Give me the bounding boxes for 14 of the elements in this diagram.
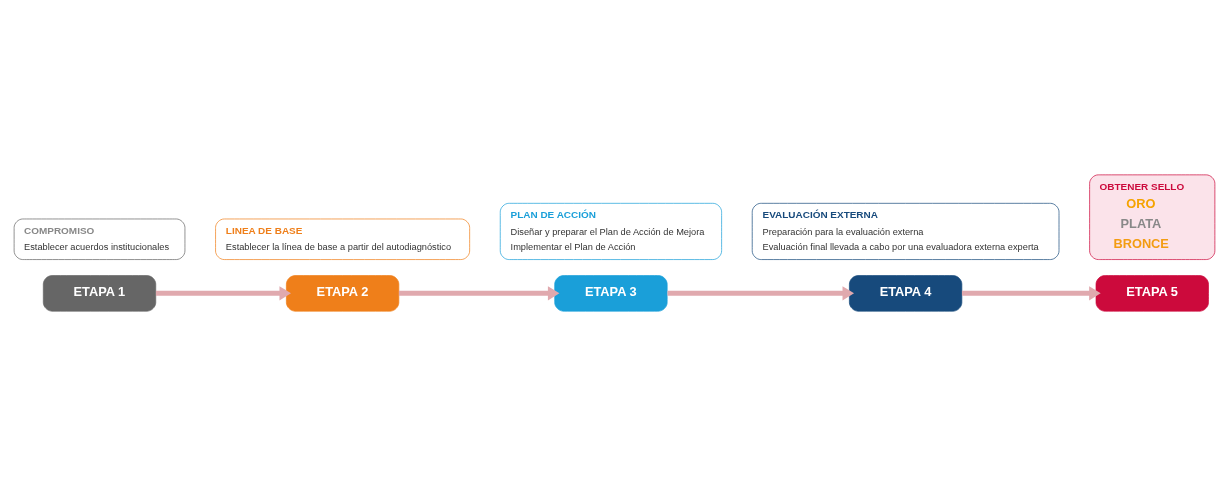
node-box: ETAPA 1 bbox=[42, 275, 157, 312]
node-box: EVALUACIÓN EXTERNA Preparación para la evaluación externa Evaluación final llevada a cabo por una evaluadora externa experta bbox=[751, 202, 1060, 260]
arrow bbox=[398, 286, 560, 301]
arrow bbox=[961, 286, 1101, 301]
node-box: ETAPA 5 bbox=[1095, 275, 1209, 312]
arrow bbox=[667, 286, 855, 301]
node-box: COMPROMISO Establecer acuerdos institucionales bbox=[13, 218, 186, 260]
node-box: ETAPA 4 bbox=[849, 275, 963, 312]
node-box: PLAN DE ACCIÓN Diseñar y preparar el Plan de Acción de Mejora Implementar el Plan de Acción bbox=[499, 202, 722, 260]
node-box: LINEA DE BASE Establecer la línea de base a partir del autodiagnóstico bbox=[215, 218, 470, 260]
node-box: ETAPA 2 bbox=[286, 275, 400, 312]
arrow bbox=[156, 286, 291, 301]
node-box: OBTENER SELLO ORO PLATA BRONCE bbox=[1089, 174, 1216, 260]
node-box: ETAPA 3 bbox=[554, 275, 668, 312]
